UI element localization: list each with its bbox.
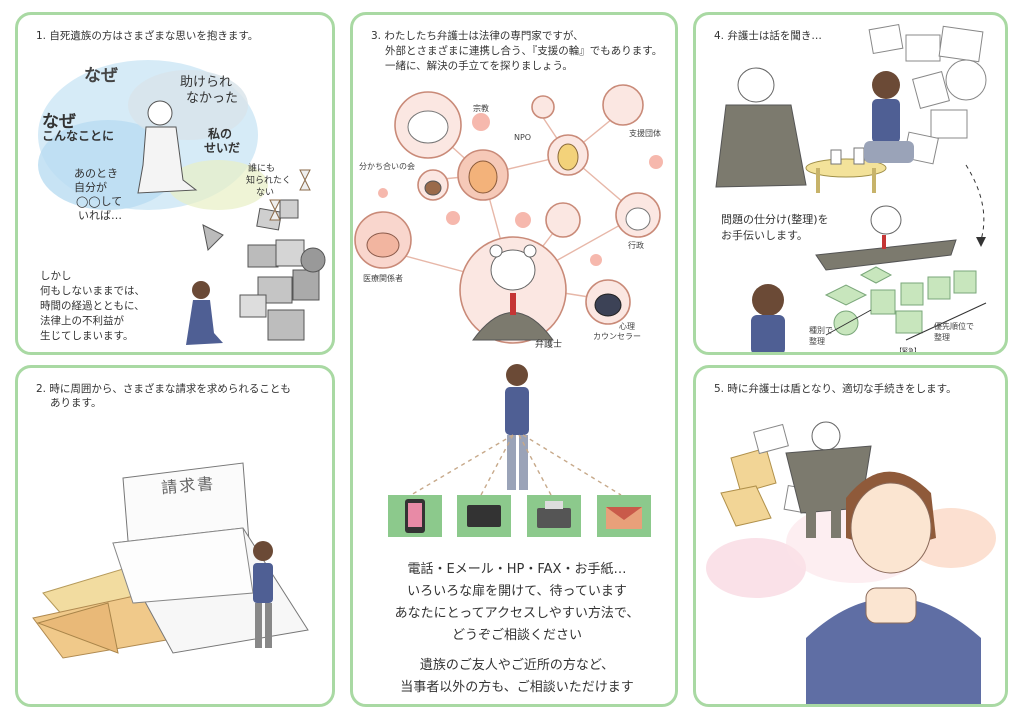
panel-3-text-1: 電話・Eメール・HP・FAX・お手紙… いろいろな扉を開けて、待っています あな… bbox=[353, 559, 675, 647]
text1-line-2: いろいろな扉を開けて、待っています bbox=[407, 584, 627, 599]
panel-3-caption-1: 3. わたしたち弁護士は法律の専門家ですが、 bbox=[371, 30, 584, 42]
text1-line-1: 電話・Eメール・HP・FAX・お手紙… bbox=[407, 562, 627, 577]
thought-watashi-2: せいだ bbox=[204, 141, 241, 155]
panel-4-caption: 4. 弁護士は話を聞き… bbox=[714, 30, 822, 42]
thought-anotoki-2: 自分が bbox=[74, 181, 107, 194]
label-support: 支援団体 bbox=[629, 129, 661, 138]
label-yusen: 優先順位で 整理 bbox=[934, 321, 974, 343]
bottom-line-2: 何もしないままでは、 bbox=[40, 285, 145, 297]
panel-3-text-2: 遺族のご友人やご近所の方など、 当事者以外の方も、ご相談いただけます bbox=[353, 655, 675, 699]
panel-4: 4. 弁護士は話を聞き… bbox=[693, 12, 1008, 355]
label-wakachiai: 分かち合いの会 bbox=[359, 162, 415, 171]
thought-tasukerare-2: なかった bbox=[186, 91, 239, 106]
mid-line-1: 問題の仕分け(整理)を bbox=[721, 213, 829, 226]
bottom-line-5: 生じてしまいます。 bbox=[40, 330, 134, 342]
panel-5: 5. 時に弁護士は盾となり、適切な手続きをします。 bbox=[693, 365, 1008, 707]
text1-line-4: どうぞご相談ください bbox=[451, 628, 582, 643]
label-psych-2: カウンセラー bbox=[593, 332, 641, 341]
bill-title: 請求書 bbox=[160, 473, 216, 498]
panel-1: 1. 自死遺族の方はさまざまな思いを抱きます。 なぜ bbox=[15, 12, 335, 355]
panel-3-caption-2: 外部とさまざまに連携し合う、『支援の輪』でもあります。 bbox=[385, 45, 663, 57]
bottom-line-3: 時間の経過とともに、 bbox=[40, 300, 145, 312]
panel-2: 2. 時に周囲から、さまざまな請求を求められることも あります。 請求書 bbox=[15, 365, 335, 707]
panel-3: 3. わたしたち弁護士は法律の専門家ですが、 外部とさまざまに連携し合う、『支援… bbox=[350, 12, 678, 707]
panel-1-illustration bbox=[38, 60, 326, 345]
panel-5-illustration bbox=[706, 421, 996, 704]
thought-naze-1: なぜ bbox=[84, 66, 118, 86]
panel-4-illustration bbox=[715, 23, 987, 352]
panel-2-caption-2: あります。 bbox=[50, 397, 102, 409]
label-shubetsu: 種別で 整理 bbox=[809, 325, 833, 347]
thought-dare-2: 知られたく bbox=[246, 176, 292, 186]
thought-dare-3: ない bbox=[256, 188, 275, 198]
yusen-1: 優先順位で bbox=[934, 322, 974, 331]
panel-2-caption-1: 2. 時に周囲から、さまざまな請求を求められることも bbox=[36, 383, 291, 395]
text2-line-2: 当事者以外の方も、ご相談いただけます bbox=[400, 680, 634, 695]
panel-2-illustration bbox=[32, 462, 309, 659]
shubetsu-1: 種別で bbox=[809, 326, 833, 335]
thought-anotoki-1: あのとき bbox=[74, 167, 118, 180]
panel-1-bottom-text: しかし 何もしないままでは、 時間の経過とともに、 法律上の不利益が 生じてしま… bbox=[40, 269, 145, 344]
shubetsu-2: 整理 bbox=[809, 337, 825, 346]
panel-1-caption: 1. 自死遺族の方はさまざまな思いを抱きます。 bbox=[36, 30, 259, 42]
text2-line-1: 遺族のご友人やご近所の方など、 bbox=[419, 658, 615, 673]
text1-line-3: あなたにとってアクセスしやすい方法で、 bbox=[394, 606, 640, 621]
panel-4-mid-text: 問題の仕分け(整理)を お手伝いします。 bbox=[721, 212, 829, 244]
panel-3-caption-3: 一緒に、解決の手立てを探りましょう。 bbox=[385, 60, 573, 72]
bottom-line-4: 法律上の不利益が bbox=[40, 315, 124, 327]
panel-3-caption: 3. わたしたち弁護士は法律の専門家ですが、 外部とさまざまに連携し合う、『支援… bbox=[371, 29, 662, 74]
thought-naze-2: なぜ bbox=[42, 112, 76, 132]
label-psych-1: 心理 bbox=[619, 322, 635, 331]
label-npo: NPO bbox=[514, 133, 532, 142]
thought-konna: こんなことに bbox=[42, 129, 115, 143]
thought-anotoki-4: いれば… bbox=[78, 209, 122, 222]
label-gyosei: 行政 bbox=[628, 241, 644, 250]
label-kinkyu: 【緊急】 bbox=[896, 348, 921, 355]
label-lawyer: 弁護士 bbox=[535, 340, 563, 350]
mid-line-2: お手伝いします。 bbox=[721, 229, 808, 242]
bottom-line-1: しかし bbox=[40, 270, 72, 282]
thought-watashi-1: 私の bbox=[208, 127, 233, 141]
thought-tasukerare-1: 助けられ bbox=[180, 75, 233, 90]
thought-dare-1: 誰にも bbox=[248, 164, 276, 174]
yusen-2: 整理 bbox=[934, 333, 950, 342]
thought-anotoki-3: ◯◯して bbox=[76, 195, 123, 208]
support-network bbox=[354, 84, 663, 537]
panel-5-caption: 5. 時に弁護士は盾となり、適切な手続きをします。 bbox=[714, 383, 957, 395]
label-religion: 宗教 bbox=[473, 104, 489, 113]
label-medical: 医療関係者 bbox=[363, 274, 403, 283]
